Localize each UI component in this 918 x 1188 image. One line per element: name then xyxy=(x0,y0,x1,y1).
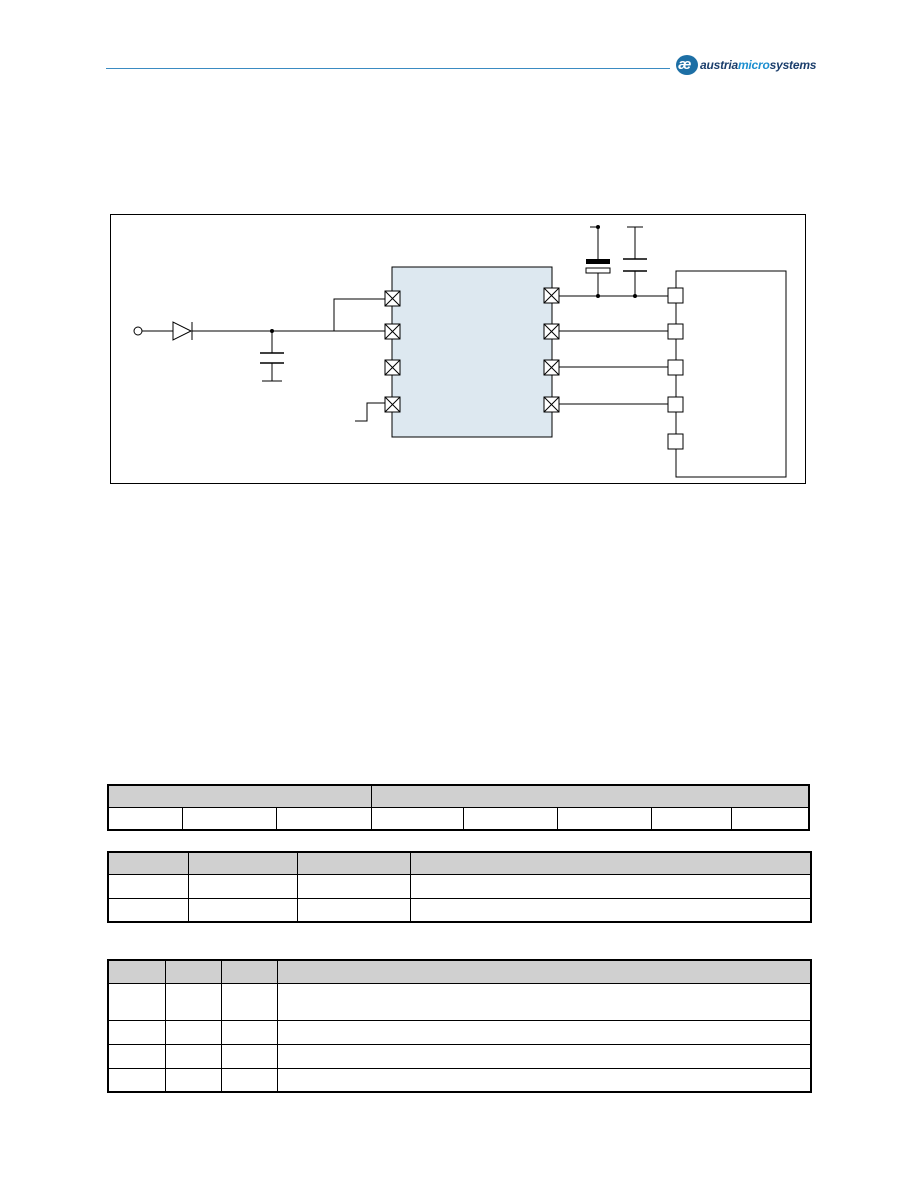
table-cell xyxy=(107,1019,166,1045)
table-header-cell xyxy=(409,851,812,875)
connector-pin-5 xyxy=(667,433,684,450)
connector-pin-2 xyxy=(667,323,684,340)
table-cell xyxy=(296,873,411,899)
table-cell xyxy=(276,1043,812,1069)
connector-pin-3 xyxy=(667,359,684,376)
ic-chip xyxy=(391,266,553,438)
table-header-cell xyxy=(107,959,166,984)
table-row xyxy=(107,1043,812,1069)
table-row xyxy=(107,982,812,1021)
table-cell xyxy=(463,806,558,831)
header-rule xyxy=(106,68,670,69)
table-cell xyxy=(164,1019,222,1045)
table-cell xyxy=(164,1043,222,1069)
table-header-cell xyxy=(107,851,189,875)
table-cell xyxy=(275,806,373,831)
table-cell xyxy=(164,982,222,1021)
table-1-header-group-2 xyxy=(371,784,810,808)
connector-pin-4 xyxy=(667,396,684,413)
table-cell xyxy=(731,806,810,831)
table-cell xyxy=(276,982,812,1021)
table-cell xyxy=(650,806,733,831)
table-row xyxy=(107,873,812,899)
table-cell xyxy=(409,873,812,899)
table-cell xyxy=(107,806,183,831)
connector-block xyxy=(675,270,787,478)
table-cell xyxy=(107,897,189,923)
table-header-cell xyxy=(164,959,222,984)
electrolytic-capacitor-icon xyxy=(586,259,610,264)
table-cell xyxy=(107,873,189,899)
table-header-cell xyxy=(187,851,298,875)
table-1 xyxy=(107,784,810,831)
circuit-schematic xyxy=(133,225,787,478)
table-cell xyxy=(276,1067,812,1093)
table-row xyxy=(107,1019,812,1045)
table-row xyxy=(107,897,812,923)
table-3 xyxy=(107,959,812,1093)
table-cell xyxy=(220,1067,278,1093)
table-header-cell xyxy=(276,959,812,984)
table-cell xyxy=(371,806,465,831)
table-cell xyxy=(556,806,653,831)
table-cell xyxy=(164,1067,222,1093)
diode-icon xyxy=(172,321,193,341)
table-header-cell xyxy=(220,959,278,984)
table-cell xyxy=(276,1019,812,1045)
table-header-row xyxy=(107,959,812,984)
table-header-cell xyxy=(296,851,411,875)
input-terminal xyxy=(133,326,143,336)
table-cell xyxy=(107,1043,166,1069)
table-cell xyxy=(107,982,166,1021)
company-logo: æ austriamicrosystems xyxy=(676,54,816,76)
table-cell xyxy=(296,897,411,923)
table-2 xyxy=(107,851,812,923)
table-header-row xyxy=(107,851,812,875)
table-cell xyxy=(409,897,812,923)
table-cell xyxy=(107,1067,166,1093)
table-cell xyxy=(220,982,278,1021)
connector-pin-1 xyxy=(667,287,684,304)
table-row xyxy=(107,1067,812,1093)
table-cell xyxy=(220,1043,278,1069)
table-cell xyxy=(181,806,277,831)
circuit-diagram xyxy=(110,214,806,484)
logo-text: austriamicrosystems xyxy=(700,58,817,72)
table-1-header-group-1 xyxy=(107,784,373,808)
logo-mark-icon: æ xyxy=(676,55,698,75)
table-cell xyxy=(220,1019,278,1045)
table-cell xyxy=(187,897,298,923)
table-cell xyxy=(187,873,298,899)
